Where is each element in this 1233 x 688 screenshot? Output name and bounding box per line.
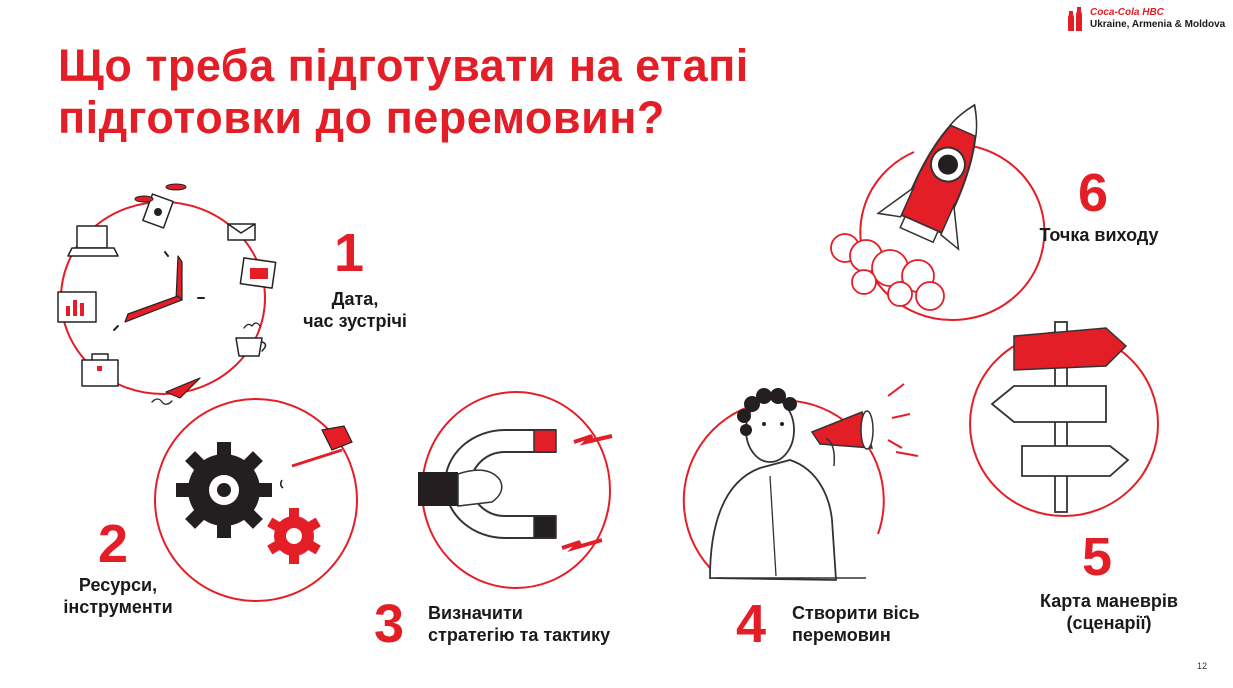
step-5-label-line-1: Карта маневрів [1040, 591, 1178, 611]
step-2-label-line-2: інструменти [63, 597, 173, 617]
step-3-label-line-1: Визначити [428, 603, 523, 623]
step-4-label: Створити вісь перемовин [792, 602, 972, 646]
step-5-label: Карта маневрів (сценарії) [1012, 590, 1206, 634]
step-3-number: 3 [374, 594, 405, 654]
step-4-label-line-1: Створити вісь [792, 603, 920, 623]
logo-region: Ukraine, Armenia & Moldova [1090, 18, 1226, 30]
company-logo: Coca-Cola HBC Ukraine, Armenia & Moldova [1066, 5, 1225, 32]
step-4-label-line-2: перемовин [792, 625, 891, 645]
step-1-number: 1 [334, 223, 365, 283]
step-5-label-line-2: (сценарії) [1066, 613, 1152, 633]
title-line-1: Що треба підготувати на етапі [58, 40, 749, 91]
gears-icon [154, 398, 358, 602]
step-3-label-line-2: стратегію та тактику [428, 625, 611, 645]
step-6-label: Точка виходу [1018, 224, 1180, 246]
rocket-icon [830, 103, 1046, 321]
step-2-number: 2 [98, 514, 129, 574]
step-1-label-line-2: час зустрічі [303, 311, 407, 331]
logo-brand: Coca-Cola HBC [1090, 6, 1164, 18]
title-line-2: підготовки до перемовин? [58, 92, 665, 143]
step-2-label: Ресурси, інструменти [38, 574, 198, 618]
step-2-label-line-1: Ресурси, [78, 575, 158, 595]
step-1-label-line-1: Дата, [331, 289, 379, 309]
step-1-label: Дата, час зустрічі [280, 288, 430, 332]
bottles-icon [1068, 7, 1082, 31]
page-number: 12 [1197, 661, 1208, 671]
step-3-label: Визначити стратегію та тактику [428, 602, 668, 646]
magnet-icon [418, 391, 613, 589]
step-6-label-line-1: Точка виходу [1039, 225, 1159, 245]
step-4-number: 4 [736, 594, 767, 654]
megaphone-person-icon [682, 383, 919, 581]
slide-title: Що треба підготувати на етапі підготовки… [58, 40, 749, 144]
clock-icon [57, 183, 277, 405]
signpost-icon [969, 321, 1159, 517]
step-5-number: 5 [1082, 527, 1113, 587]
step-6-number: 6 [1078, 163, 1109, 223]
